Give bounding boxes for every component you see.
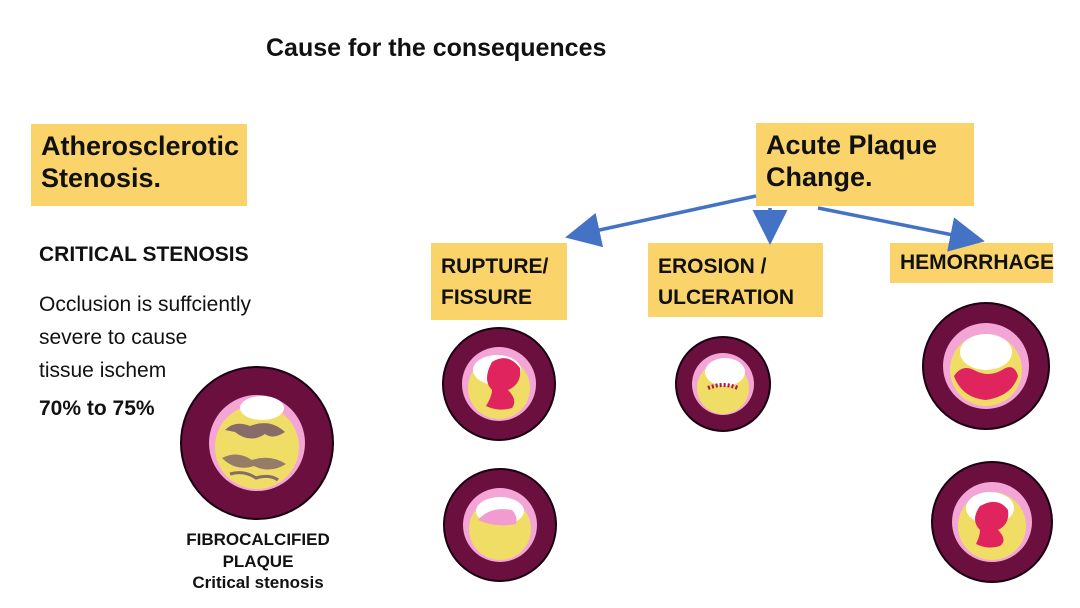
acute-plaque-change-label: Acute Plaque Change.: [756, 123, 974, 206]
hemorrhage-vessel-1: [922, 302, 1050, 430]
rupture-vessel-2: [443, 468, 557, 582]
rupture-label-line1: RUPTURE/: [441, 255, 549, 278]
atherosclerotic-stenosis-label: Atherosclerotic Stenosis.: [31, 124, 247, 206]
erosion-ulceration-label: EROSION / ULCERATION: [648, 243, 823, 317]
fibrocalcified-caption: FIBROCALCIFIED PLAQUE Critical stenosis: [168, 529, 348, 593]
rupture-label-line2: FISSURE: [441, 286, 533, 309]
acute-label-line1: Acute Plaque: [766, 130, 938, 160]
acute-label-line2: Change.: [766, 162, 873, 192]
fibrocalcified-plaque-vessel: [180, 366, 334, 520]
atherosclerotic-label-line1: Atherosclerotic: [41, 131, 240, 161]
caption-line1: FIBROCALCIFIED: [186, 530, 330, 549]
hemorrhage-label-line1: HEMORRHAGE: [900, 251, 1055, 274]
critical-stenosis-description: Occlusion is suffciently severe to cause…: [39, 288, 299, 387]
critical-stenosis-heading: CRITICAL STENOSIS: [39, 243, 249, 266]
page-title: Cause for the consequences: [266, 34, 607, 62]
arrow-to-hemorrhage: [817, 206, 985, 252]
description-line1: Occlusion is suffciently: [39, 293, 252, 316]
rupture-fissure-label: RUPTURE/ FISSURE: [431, 243, 567, 320]
arrow-to-rupture: [565, 194, 757, 248]
branch-arrows: [565, 194, 985, 252]
rupture-vessel-1: [442, 327, 556, 441]
description-line2: severe to cause: [39, 326, 188, 349]
stenosis-percent: 70% to 75%: [39, 397, 155, 420]
description-line3: tissue ischem: [39, 359, 167, 382]
caption-line2: PLAQUE: [222, 552, 294, 571]
atherosclerotic-label-line2: Stenosis.: [41, 163, 162, 193]
caption-line3: Critical stenosis: [192, 573, 324, 592]
hemorrhage-vessel-2: [931, 461, 1053, 583]
erosion-vessel: [675, 336, 771, 432]
erosion-label-line1: EROSION /: [658, 255, 767, 278]
erosion-label-line2: ULCERATION: [658, 286, 795, 309]
